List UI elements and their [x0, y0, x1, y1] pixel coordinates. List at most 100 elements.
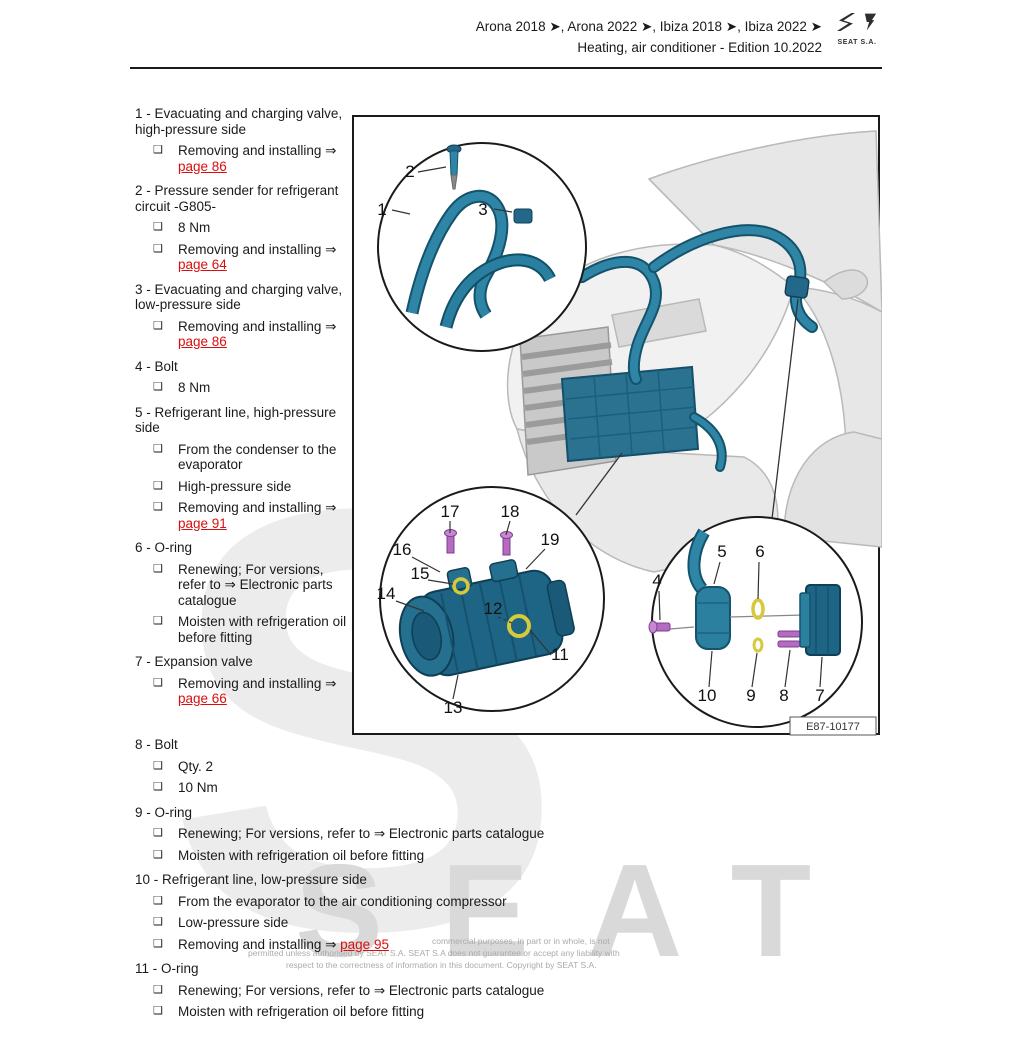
bullet-text: Removing and installing ⇒ page 86: [178, 318, 337, 350]
bullet-item: ❑Moisten with refrigeration oil before f…: [135, 1004, 883, 1020]
bullet-text: Removing and installing ⇒ page 91: [178, 500, 337, 531]
part-item-8: 8 - Bolt❑Qty. 2❑10 Nm: [135, 737, 883, 796]
bullet-item: ❑From the evaporator to the air conditio…: [135, 894, 883, 910]
checkbox-icon: ❑: [153, 848, 163, 861]
bullet-item: ❑Removing and installing ⇒ page 86: [135, 143, 352, 174]
condenser: [560, 365, 700, 463]
header-models-line: Arona 2018 ➤, Arona 2022 ➤, Ibiza 2018 ➤…: [475, 19, 822, 34]
bullet-item: ❑ 8 Nm: [135, 220, 352, 236]
page-link[interactable]: page 66: [178, 691, 227, 706]
o-ring-9-part: [752, 637, 764, 653]
seat-s-logo-icon: [836, 12, 856, 37]
part-item-10: 10 - Refrigerant line, low-pressure side…: [135, 872, 883, 952]
figure-code: E87-10177: [806, 721, 860, 733]
part-title: 4 - Bolt: [135, 358, 178, 374]
bullet-item: ❑ 8 Nm: [135, 380, 352, 396]
expansion-valve-part: [805, 584, 841, 656]
part-title: 2 - Pressure sender for refrigerant circ…: [135, 183, 339, 214]
bolt-8a-part: [777, 630, 801, 638]
part-item-3: 3 - Evacuating and charging valve, low-p…: [135, 282, 352, 350]
part-label-5: 5: [717, 542, 726, 561]
bullet-text: Renewing; For versions, refer to ⇒ Elect…: [178, 561, 333, 608]
bullet-text: High-pressure side: [178, 478, 292, 494]
part-label-14: 14: [377, 584, 396, 603]
page-link[interactable]: page 64: [178, 257, 227, 272]
checkbox-icon: ❑: [153, 381, 163, 393]
part-item-7: 7 - Expansion valve❑Removing and install…: [135, 654, 352, 707]
bolt-18-part: [500, 531, 513, 556]
bullet-item: ❑ 10 Nm: [135, 780, 883, 796]
checkbox-icon: ❑: [153, 442, 163, 455]
page-header: Arona 2018 ➤, Arona 2022 ➤, Ibiza 2018 ➤…: [130, 16, 822, 58]
checkbox-icon: ❑: [153, 319, 163, 332]
part-title: 7 - Expansion valve: [135, 654, 253, 669]
bullet-item: ❑ Removing and installing ⇒ page 86: [135, 319, 352, 350]
part-label-6: 6: [755, 542, 764, 561]
part-label-4: 4: [652, 571, 661, 590]
bullet-text: From the condenser to the evaporator: [178, 441, 337, 473]
part-label-16: 16: [393, 540, 412, 559]
part-title: 11 - O-ring: [135, 961, 199, 976]
part-label-3: 3: [478, 200, 487, 219]
bullet-item: ❑ From the condenser to the evaporator: [135, 442, 352, 473]
checkbox-icon: ❑: [153, 144, 163, 156]
bullet-item: ❑Renewing; For versions, refer to ⇒ Elec…: [135, 983, 883, 999]
checkbox-icon: ❑: [153, 676, 163, 689]
checkbox-icon: ❑: [153, 562, 163, 575]
part-label-10: 10: [698, 686, 717, 705]
bullet-text: 10 Nm: [178, 780, 218, 795]
part-title: 5 - Refrigerant line, high-pressure side: [135, 404, 337, 436]
figure-code-box: E87-10177: [789, 716, 877, 736]
part-label-8: 8: [779, 686, 788, 705]
part-label-1: 1: [377, 200, 386, 219]
checkbox-icon: ❑: [153, 242, 163, 255]
part-label-19: 19: [541, 530, 560, 549]
part-item-2: 2 - Pressure sender for refrigerant circ…: [135, 183, 352, 273]
checkbox-icon: ❑: [153, 759, 163, 772]
part-title: 10 - Refrigerant line, low-pressure side: [135, 872, 367, 887]
label-leader-lines: [391, 166, 823, 700]
bolt-8b-part: [777, 640, 801, 648]
part-label-15: 15: [411, 564, 430, 583]
header-edition-line: Heating, air conditioner - Edition 10.20…: [577, 40, 822, 55]
part-label-18: 18: [501, 502, 520, 521]
part-item-4: 4 - Bolt ❑ 8 Nm: [135, 359, 352, 396]
part-label-17: 17: [441, 502, 460, 521]
checkbox-icon: ❑: [153, 916, 163, 928]
bullet-item: ❑ Renewing; For versions, refer to ⇒ Elec…: [135, 562, 352, 609]
bullet-text: 8 Nm: [178, 220, 211, 235]
bullet-item: ❑Low-pressure side: [135, 915, 883, 931]
bullet-text: Renewing; For versions, refer to ⇒ Elect…: [178, 982, 545, 998]
part-label-13: 13: [444, 698, 463, 717]
part-item-5: 5 - Refrigerant line, high-pressure side…: [135, 405, 352, 532]
checkbox-icon: ❑: [153, 479, 163, 492]
part-title: 3 - Evacuating and charging valve, low-p…: [135, 281, 343, 313]
part-item-9: 9 - O-ring❑Renewing; For versions, refer…: [135, 805, 883, 864]
brand-name: SEAT S.A.: [837, 39, 877, 46]
page-link[interactable]: page 95: [340, 936, 389, 952]
bolt-4-part: [648, 620, 671, 634]
part-labels: 2 1 3 17 18 19 16 15 14 12 11 13 5 6 4 1…: [377, 162, 825, 717]
bullet-text: Renewing; For versions, refer to ⇒ Elect…: [178, 826, 545, 841]
checkbox-icon: ❑: [153, 615, 163, 627]
bullet-text: Qty. 2: [178, 758, 214, 774]
checkbox-icon: ❑: [153, 781, 163, 793]
page-link[interactable]: page 86: [178, 158, 227, 174]
bullet-text: Moisten with refrigeration oil before fi…: [178, 614, 347, 645]
bolt-17-part: [444, 529, 457, 554]
part-label-7: 7: [815, 686, 824, 705]
o-ring-11-part: [507, 614, 531, 638]
page-link[interactable]: page 91: [178, 515, 227, 531]
bullet-text: Moisten with refrigeration oil before fi…: [178, 1004, 425, 1019]
page-link[interactable]: page 86: [178, 334, 227, 349]
checkbox-icon: ❑: [153, 937, 163, 950]
bullet-text: 8 Nm: [178, 380, 211, 395]
detail-circle-valves: [377, 142, 587, 352]
bullet-item: ❑ Moisten with refrigeration oil before f…: [135, 614, 352, 645]
checkbox-icon: ❑: [153, 221, 163, 233]
component-diagram: 2 1 3 17 18 19 16 15 14 12 11 13 5 6 4 1…: [377, 130, 883, 736]
valve-part: [446, 144, 462, 190]
bullet-text: Removing and installing ⇒ page 64: [178, 241, 337, 273]
part-item-1: 1 - Evacuating and charging valve, high-…: [135, 106, 352, 174]
